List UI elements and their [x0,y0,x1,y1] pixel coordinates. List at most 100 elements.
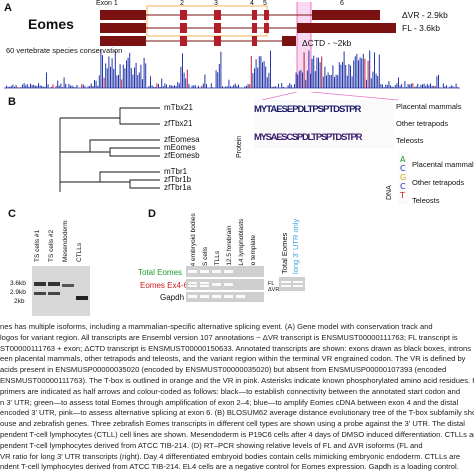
delta-vr-label: ΔVR - 2.9kb [402,10,448,20]
tree-leaf: mTbx21 [164,103,193,112]
conservation-bar [145,63,147,88]
conservation-bar [367,60,369,88]
conservation-bar [172,86,174,88]
exon-box [312,10,380,20]
conservation-bar [282,86,284,88]
conservation-bar [7,86,9,88]
conservation-bar [262,62,263,88]
exon-box [252,10,257,20]
exon-box [180,23,187,33]
conservation-bar [25,85,27,88]
conservation-bar [78,87,79,88]
conservation-bar [284,87,286,88]
conservation-bar [342,61,343,88]
lane-label: CTLLs [76,242,83,262]
dna-group: Placental mammals [412,160,474,169]
conservation-bar [164,83,166,88]
conservation-bar [97,85,99,88]
lane-label: E12.5 forebrain [226,225,233,270]
conservation-bar [81,84,83,88]
conservation-bar [450,85,452,88]
conservation-bar [126,60,127,88]
conservation-bar [47,84,49,88]
conservation-bar [265,66,267,88]
conservation-bar [234,83,236,88]
dna-group: Teleosts [412,196,440,205]
conservation-bar [9,86,11,88]
conservation-bar [388,81,390,88]
conservation-bar [177,82,179,88]
conservation-bar [10,85,12,88]
conservation-bar [348,64,350,88]
conservation-bar [452,86,454,88]
conservation-bar [162,86,164,88]
conservation-bar [20,87,22,88]
conservation-bar [417,83,419,88]
caption-line: nes has multiple isoforms, including a m… [0,322,433,331]
protein-logo-bottom: MYSAESCSPDLTPSPTDSTPR [254,132,362,143]
conservation-bar [33,84,35,88]
caption-line: pendent T-cell lymphocytes (CTLL) cell l… [0,429,474,439]
conservation-bar [23,83,25,88]
conservation-bar [249,84,251,88]
conservation-bar [294,84,295,88]
conservation-bar [191,85,193,88]
conservation-bar [220,51,222,88]
conservation-bar [386,84,388,88]
conservation-bar [377,76,379,88]
conservation-bar [337,75,339,88]
conservation-bar [14,86,15,88]
protein-group: Placental mammals [396,102,462,111]
conservation-bar [358,60,359,88]
gel-gapdh [186,292,264,302]
conservation-bar [326,75,327,88]
conservation-bar [247,84,249,88]
conservation-bar [210,83,212,88]
conservation-bar [153,86,155,88]
conservation-bar [116,75,118,88]
conservation-bar [350,65,351,88]
conservation-bar [18,87,20,88]
right-lane-long-utr: long 3' UTR only [291,218,300,274]
figure-caption: nes has multiple isoforms, including a m… [0,322,474,474]
conservation-bar [423,83,425,88]
conservation-bar [108,56,110,88]
band-label-dvr: ΔVR [268,287,280,293]
conservation-bar [154,86,156,88]
conservation-bar [226,86,228,88]
blot-band [34,292,46,295]
conservation-bar [12,84,14,88]
conservation-bar [335,74,337,88]
conservation-bar [300,69,302,88]
conservation-bar [122,64,124,88]
conservation-bar [113,68,115,88]
conservation-bar [340,64,342,88]
dna-axis-label: DNA [386,185,393,200]
conservation-bar [436,76,438,88]
svg-text:A: A [400,155,406,164]
row-label-gapdh: Gapdh [160,293,185,302]
caption-line: primers are indicated as half arrows and… [0,386,461,396]
size-marker: 3.6kb [10,280,26,287]
conservation-bar [118,74,119,88]
tree-leaf: zfEomesb [164,151,200,160]
conservation-bar [303,52,305,88]
tree-leaf: mTbr1 [164,167,188,176]
conservation-bar [39,85,41,88]
conservation-bar [334,76,335,88]
conservation-bar [223,87,225,88]
conservation-bar [17,87,19,88]
tree-leaf: mEomes [164,143,196,152]
dna-logo: A C G C T [398,152,408,204]
conservation-label: 60 vertebrate species conservation [6,46,123,55]
exon-box [100,36,146,46]
conservation-bar [217,72,219,88]
conservation-bar [215,70,217,88]
exon-label: 5 [263,0,267,7]
conservation-bar [414,87,415,88]
dna-group: Other tetrapods [412,178,465,187]
conservation-bar [44,86,46,88]
conservation-bar [329,75,331,88]
conservation-bar [292,87,294,88]
caption-line: n 3' UTR; green—to assess total Eomes th… [0,397,459,407]
